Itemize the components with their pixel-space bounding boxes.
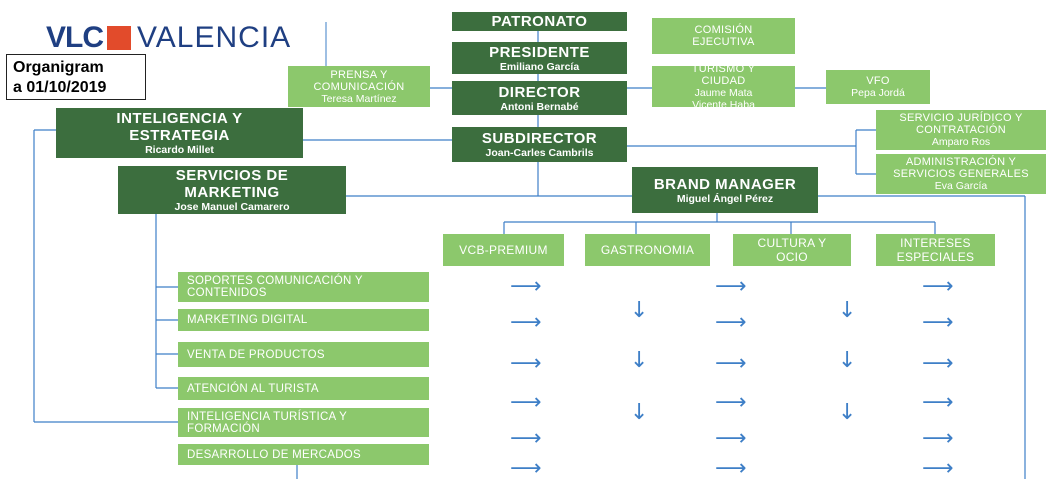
- node-name: Antoni Bernabé: [500, 100, 579, 113]
- right-arrow-icon: ⟶: [922, 310, 954, 335]
- service-marketing-digital: MARKETING DIGITAL: [178, 309, 429, 331]
- service-atencion-turista: ATENCIÓN AL TURISTA: [178, 377, 429, 400]
- node-presidente: PRESIDENTE Emiliano García: [452, 42, 627, 74]
- right-arrow-icon: ⟶: [510, 274, 542, 299]
- right-arrow-icon: ⟶: [715, 310, 747, 335]
- node-patronato: PATRONATO: [452, 12, 627, 31]
- node-administracion: ADMINISTRACIÓN Y SERVICIOS GENERALES Eva…: [876, 154, 1046, 194]
- down-arrow-icon: ↓: [630, 298, 649, 323]
- node-name-2: Vicente Haba: [692, 98, 755, 108]
- right-arrow-icon: ⟶: [510, 426, 542, 451]
- category-label: CULTURA Y OCIO: [757, 236, 827, 264]
- right-arrow-icon: ⟶: [510, 456, 542, 481]
- category-label: INTERESES ESPECIALES: [896, 236, 975, 264]
- logo-brand: VLC: [46, 21, 104, 54]
- logo-square: [107, 26, 131, 50]
- category-intereses-especiales: INTERESES ESPECIALES: [876, 234, 995, 266]
- node-turismo: TURISMO Y CIUDAD Jaume Mata Vicente Haba: [652, 66, 795, 107]
- service-label: ATENCIÓN AL TURISTA: [187, 382, 319, 395]
- right-arrow-icon: ⟶: [510, 351, 542, 376]
- down-arrow-icon: ↓: [838, 298, 857, 323]
- service-label: SOPORTES COMUNICACIÓN Y CONTENIDOS: [187, 275, 363, 299]
- node-name: Miguel Ángel Pérez: [676, 192, 774, 205]
- right-arrow-icon: ⟶: [715, 390, 747, 415]
- node-subdirector: SUBDIRECTOR Joan-Carles Cambrils: [452, 127, 627, 162]
- node-servicios-marketing: SERVICIOS DE MARKETING Jose Manuel Camar…: [118, 166, 346, 214]
- category-gastronomia: GASTRONOMIA: [585, 234, 710, 266]
- right-arrow-icon: ⟶: [715, 274, 747, 299]
- node-name: Joan-Carles Cambrils: [485, 147, 594, 159]
- node-name: Amparo Ros: [931, 136, 991, 148]
- node-servicio-juridico: SERVICIO JURÍDICO Y CONTRATACIÓN Amparo …: [876, 110, 1046, 150]
- service-label: INTELIGENCIA TURÍSTICA Y FORMACIÓN: [187, 410, 347, 435]
- category-label: VCB-PREMIUM: [459, 243, 548, 257]
- right-arrow-icon: ⟶: [715, 426, 747, 451]
- right-arrow-icon: ⟶: [510, 390, 542, 415]
- right-arrow-icon: ⟶: [922, 456, 954, 481]
- node-prensa: PRENSA Y COMUNICACIÓN Teresa Martínez: [288, 66, 430, 107]
- service-label: DESARROLLO DE MERCADOS: [187, 448, 362, 461]
- down-arrow-icon: ↓: [630, 348, 649, 373]
- right-arrow-icon: ⟶: [715, 456, 747, 481]
- down-arrow-icon: ↓: [838, 400, 857, 425]
- category-label: GASTRONOMIA: [600, 243, 695, 257]
- service-label: MARKETING DIGITAL: [187, 314, 308, 326]
- logo-city: VALENCIA: [137, 21, 292, 54]
- service-venta-productos: VENTA DE PRODUCTOS: [178, 342, 429, 367]
- right-arrow-icon: ⟶: [922, 274, 954, 299]
- node-brand-manager: BRAND MANAGER Miguel Ángel Pérez: [632, 167, 818, 213]
- node-director: DIRECTOR Antoni Bernabé: [452, 81, 627, 115]
- right-arrow-icon: ⟶: [510, 310, 542, 335]
- node-title: VFO: [866, 75, 890, 87]
- node-title: PATRONATO: [491, 13, 588, 30]
- node-title: SERVICIO JURÍDICO Y CONTRATACIÓN: [899, 112, 1023, 136]
- logo: VLC VALENCIA: [46, 18, 291, 58]
- service-label: VENTA DE PRODUCTOS: [187, 348, 325, 361]
- node-name: Eva García: [934, 180, 988, 192]
- node-name: Jose Manuel Camarero: [174, 201, 290, 213]
- node-vfo: VFO Pepa Jordá: [826, 70, 930, 104]
- node-name: Emiliano García: [499, 60, 580, 73]
- organigram-label: Organigram a 01/10/2019: [6, 54, 146, 100]
- node-title: INTELIGENCIA Y ESTRATEGIA: [116, 110, 243, 144]
- node-title: PRENSA Y COMUNICACIÓN: [313, 68, 405, 93]
- node-title: SERVICIOS DE MARKETING: [175, 167, 289, 201]
- category-cultura-ocio: CULTURA Y OCIO: [733, 234, 851, 266]
- node-comision-ejecutiva: COMISIÓN EJECUTIVA: [652, 18, 795, 54]
- right-arrow-icon: ⟶: [715, 351, 747, 376]
- organigram-label-line2: a 01/10/2019: [13, 79, 107, 96]
- node-title: ADMINISTRACIÓN Y SERVICIOS GENERALES: [893, 156, 1029, 180]
- service-soportes-comunicacion: SOPORTES COMUNICACIÓN Y CONTENIDOS: [178, 272, 429, 302]
- organigram-label-line1: Organigram: [13, 59, 104, 76]
- down-arrow-icon: ↓: [630, 400, 649, 425]
- node-name: Jaume Mata: [694, 86, 753, 99]
- right-arrow-icon: ⟶: [922, 390, 954, 415]
- node-title: PRESIDENTE: [489, 43, 590, 61]
- node-title: TURISMO Y CIUDAD: [691, 66, 756, 87]
- node-inteligencia-estrategia: INTELIGENCIA Y ESTRATEGIA Ricardo Millet: [56, 108, 303, 158]
- node-name: Teresa Martínez: [321, 92, 397, 105]
- node-name: Ricardo Millet: [145, 144, 214, 156]
- service-inteligencia-turistica: INTELIGENCIA TURÍSTICA Y FORMACIÓN: [178, 408, 429, 437]
- right-arrow-icon: ⟶: [922, 426, 954, 451]
- down-arrow-icon: ↓: [838, 348, 857, 373]
- node-title: SUBDIRECTOR: [481, 130, 598, 147]
- category-vcb-premium: VCB-PREMIUM: [443, 234, 564, 266]
- right-arrow-icon: ⟶: [922, 351, 954, 376]
- node-title: COMISIÓN EJECUTIVA: [692, 24, 755, 48]
- node-name: Pepa Jordá: [851, 87, 905, 99]
- node-title: BRAND MANAGER: [653, 175, 797, 193]
- service-desarrollo-mercados: DESARROLLO DE MERCADOS: [178, 444, 429, 465]
- node-title: DIRECTOR: [498, 83, 581, 101]
